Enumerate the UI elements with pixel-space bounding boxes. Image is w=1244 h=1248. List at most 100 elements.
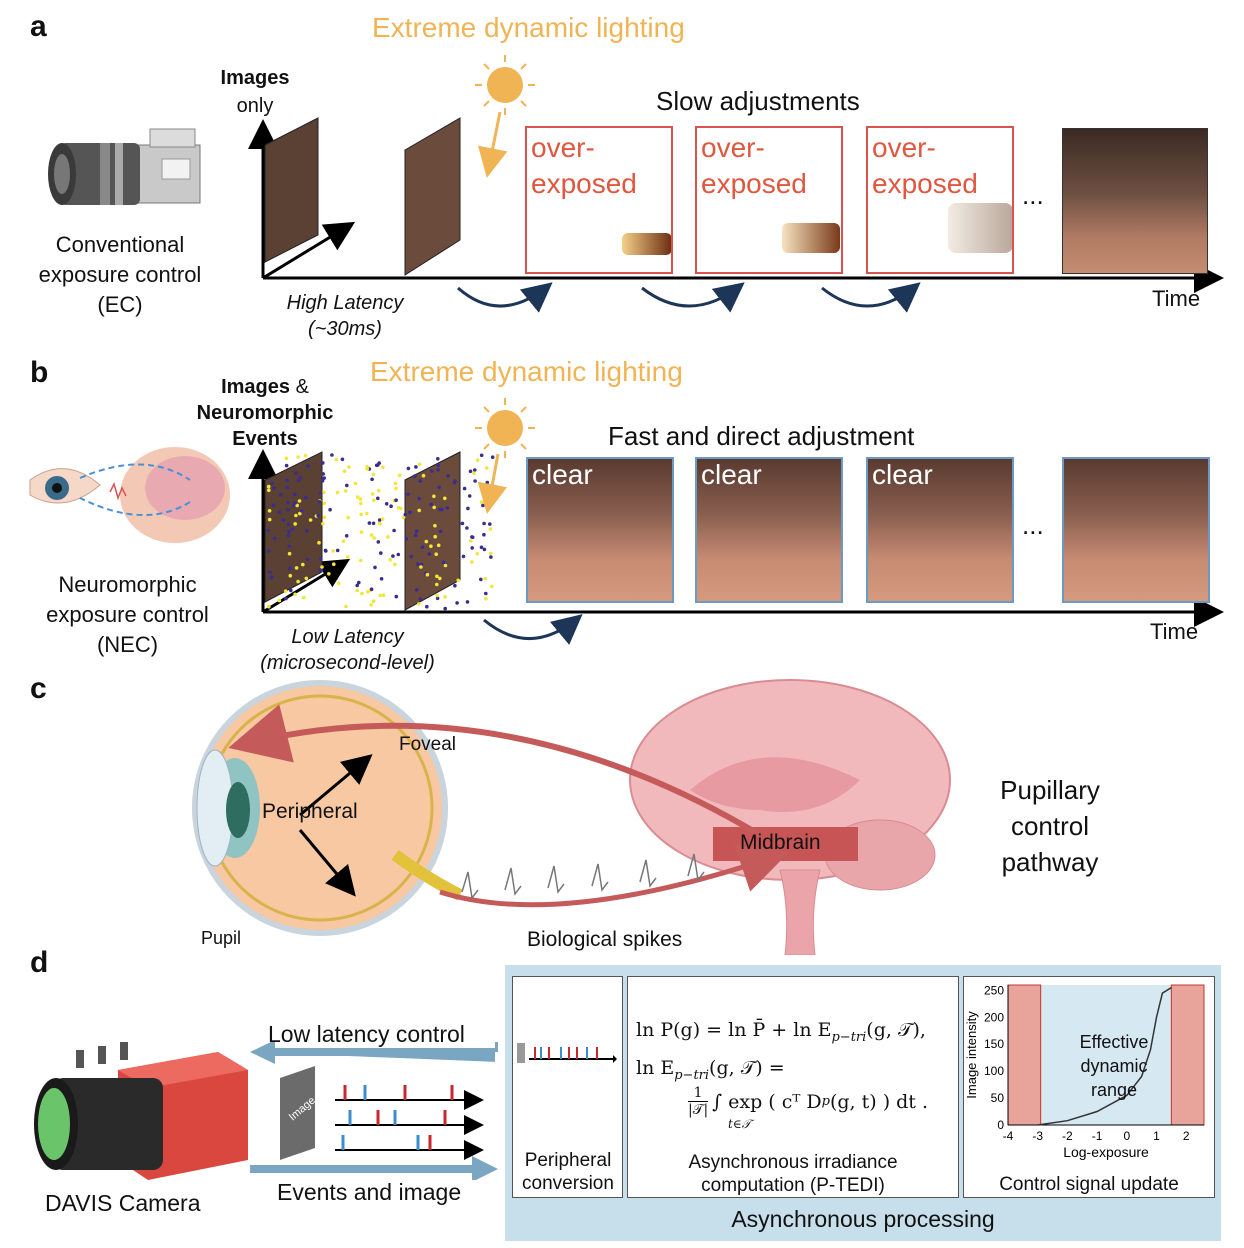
event-dot [293, 522, 298, 526]
event-dot [435, 596, 440, 601]
panel-c-label: c [30, 672, 47, 705]
overexposed-band [1170, 984, 1205, 1126]
event-dot [341, 539, 346, 543]
event-dot [303, 495, 308, 500]
event-dot [370, 492, 375, 496]
overexposed-frame-3: over-exposed [866, 126, 1014, 274]
response-curve [1037, 987, 1172, 1126]
event-dot [470, 560, 474, 564]
nec-axis-title-images: Images [221, 376, 291, 398]
panel-b-lighting-title: Extreme dynamic lighting [370, 356, 683, 387]
peripheral-arrow-down [298, 829, 356, 897]
event-dot [284, 456, 289, 461]
events-and-image-label: Events and image [277, 1179, 462, 1205]
midbrain-label: Midbrain [740, 831, 821, 854]
event-dot [287, 551, 292, 556]
recovered-photo-a [1062, 128, 1208, 274]
event-dot [293, 592, 297, 597]
eq3-frac-bot: |𝒯| [688, 1102, 709, 1118]
event-dot [319, 491, 323, 495]
event-dot [418, 597, 423, 601]
event-dot [443, 595, 447, 599]
event-dot [301, 562, 305, 567]
event-dot [347, 465, 351, 469]
event-dot [406, 466, 411, 471]
event-dot [481, 503, 485, 508]
event-dot [376, 496, 380, 501]
latency-arrow-2 [641, 282, 745, 313]
event-dot [267, 509, 272, 513]
event-dot [320, 479, 325, 483]
event-dot [334, 457, 339, 462]
event-scatter [266, 453, 495, 611]
event-dot [414, 588, 419, 592]
eq2-sub: p−tri [674, 1067, 710, 1083]
event-dot [359, 530, 364, 534]
fast-adjustment-title: Fast and direct adjustment [608, 421, 915, 451]
async-processing-label: Asynchronous processing [731, 1206, 995, 1232]
low-latency-arrow [483, 614, 583, 645]
event-dot [408, 510, 412, 515]
p-tedi-box: ln P(g) = ln P̄ + ln Ep−tri(g, 𝒯), ln Ep… [627, 976, 959, 1198]
event-dot [394, 498, 398, 502]
event-dot [294, 566, 299, 570]
event-dot [416, 562, 420, 566]
event-dot [345, 483, 349, 488]
event-dot [378, 521, 382, 526]
event-dot [267, 517, 272, 522]
event-dot [413, 474, 417, 478]
event-dot [417, 508, 422, 513]
effective-range-line3: range [1090, 1080, 1138, 1100]
slanted-image-2 [404, 117, 461, 276]
conversion-spikes-icon [517, 1043, 617, 1063]
event-dot [272, 536, 277, 540]
event-dot [436, 463, 441, 468]
event-dot [296, 579, 300, 584]
clear-frame-4 [1062, 457, 1210, 603]
event-dot [353, 481, 358, 486]
nec-caption-line3: (NEC) [96, 632, 159, 657]
ec-caption-line3: (EC) [97, 292, 143, 317]
y-tick-label: 100 [984, 1064, 1004, 1078]
event-dot [286, 507, 290, 512]
event-dot [485, 480, 490, 485]
event-dot [488, 527, 493, 531]
event-dot [373, 565, 377, 570]
event-dot [406, 492, 410, 497]
peripheral-arrow-up [299, 754, 373, 817]
event-dot [403, 512, 408, 517]
pathway-label-3: pathway [1001, 847, 1099, 877]
high-latency-label: High Latency [286, 292, 404, 314]
event-dot [436, 457, 440, 461]
event-dot [456, 578, 461, 583]
event-dot [472, 471, 476, 475]
event-dot [417, 496, 422, 501]
b-slanted-image-1 [264, 451, 323, 603]
event-dot [321, 472, 326, 476]
event-dot [433, 523, 437, 528]
event-dot [268, 570, 272, 574]
event-dot [425, 604, 429, 609]
event-dot [465, 600, 470, 604]
event-dot [270, 481, 274, 486]
event-dot [434, 552, 439, 556]
event-dot [266, 484, 271, 489]
latency-arrow-1 [457, 282, 553, 313]
ec-caption-line2: exposure control [38, 262, 202, 287]
event-dot [488, 522, 492, 526]
event-dot [308, 518, 313, 522]
event-dot [453, 480, 457, 485]
event-dot [287, 529, 291, 534]
event-dot [290, 527, 295, 531]
event-dot [388, 558, 393, 562]
event-dot [318, 567, 323, 572]
event-dot [287, 544, 292, 549]
panel-d-label: d [30, 946, 49, 979]
event-dot [377, 518, 382, 522]
low-latency-control-label: Low latency control [268, 1021, 465, 1047]
eq2-tail: (g, 𝒯) = [709, 1057, 785, 1079]
event-dot [386, 535, 390, 539]
event-dot [443, 496, 447, 501]
event-dot [285, 485, 290, 490]
